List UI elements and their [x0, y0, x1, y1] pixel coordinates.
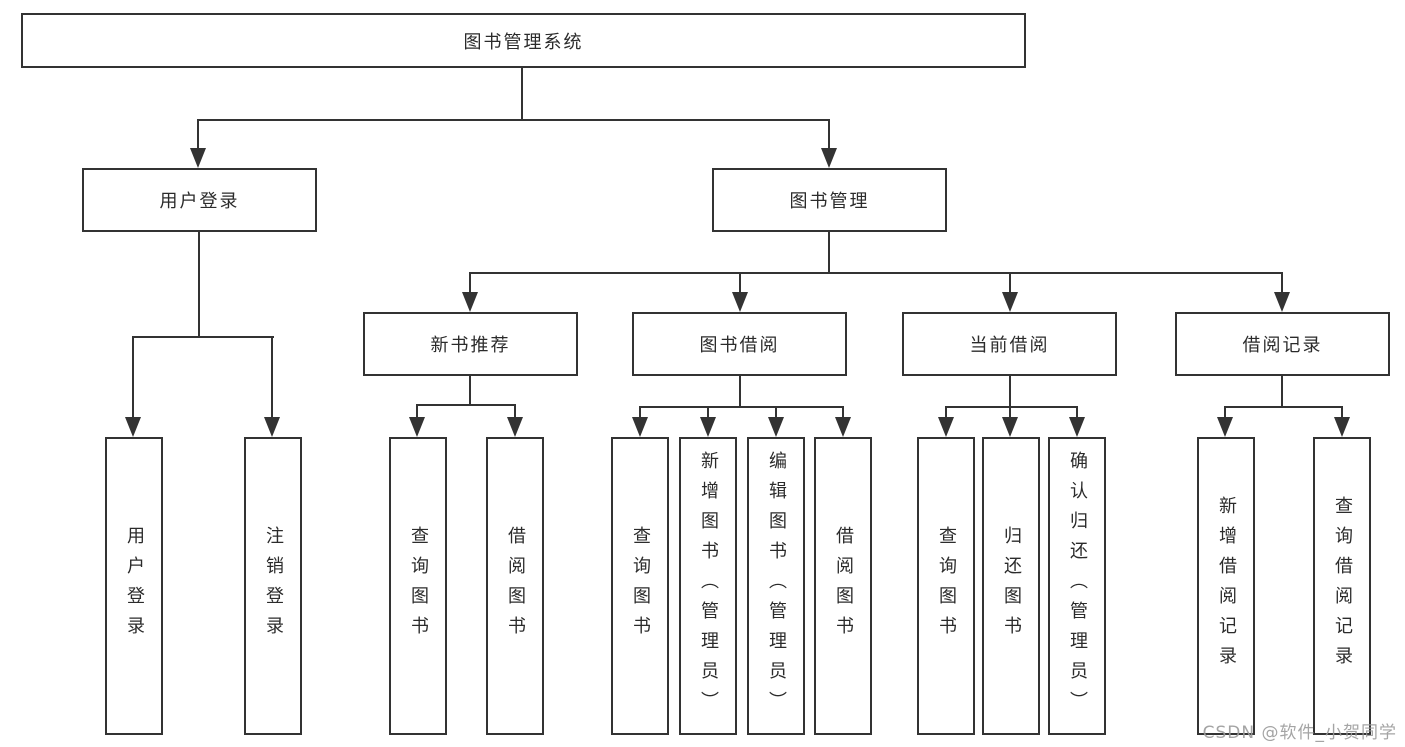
connector-book-management-stub: [828, 232, 830, 274]
connector-branch: [1224, 406, 1343, 408]
arrow-down-icon: [732, 292, 748, 312]
node-root: 图书管理系统: [21, 13, 1026, 68]
connector-drop: [197, 119, 199, 150]
arrow-down-icon: [938, 417, 954, 437]
connector-drop: [639, 406, 641, 419]
connector-level2-branch: [197, 119, 830, 121]
leaf-label: 查询图书: [408, 526, 429, 646]
leaf-label: 查询图书: [630, 526, 651, 646]
connector-drop: [739, 272, 741, 294]
node-leaf-add-borrow-record: 新增借阅记录: [1197, 437, 1255, 735]
arrow-down-icon: [1217, 417, 1233, 437]
connector-drop: [132, 336, 134, 417]
connector-stub: [469, 376, 471, 406]
node-leaf-borrow-books-recommend: 借阅图书: [486, 437, 544, 735]
arrow-down-icon: [632, 417, 648, 437]
node-leaf-query-books-current: 查询图书: [917, 437, 975, 735]
connector-drop: [707, 406, 709, 419]
connector-drop: [828, 119, 830, 150]
connector-root-stub: [521, 68, 523, 120]
node-book-management-label: 图书管理: [789, 191, 870, 212]
node-new-book-recommend: 新书推荐: [363, 312, 578, 376]
connector-drop: [469, 272, 471, 294]
arrow-down-icon: [1274, 292, 1290, 312]
connector-drop: [1224, 406, 1226, 419]
arrow-down-icon: [125, 417, 141, 437]
csdn-watermark: CSDN @软件_小贺同学: [1202, 723, 1397, 743]
connector-drop: [1341, 406, 1343, 419]
node-leaf-return-books: 归还图书: [982, 437, 1040, 735]
leaf-label: 编辑图书（管理员）: [766, 451, 787, 721]
leaf-label: 注销登录: [263, 526, 284, 646]
node-leaf-query-books-borrowing: 查询图书: [611, 437, 669, 735]
arrow-down-icon: [768, 417, 784, 437]
connector-drop: [1281, 272, 1283, 294]
arrow-down-icon: [264, 417, 280, 437]
node-leaf-user-login: 用户登录: [105, 437, 163, 735]
connector-stub: [739, 376, 741, 408]
connector-branch: [416, 404, 516, 406]
leaf-label: 确认归还（管理员）: [1067, 451, 1088, 721]
node-leaf-query-borrow-record: 查询借阅记录: [1313, 437, 1371, 735]
node-leaf-edit-books-admin: 编辑图书（管理员）: [747, 437, 805, 735]
node-user-login-branch-label: 用户登录: [159, 191, 240, 212]
node-current-borrowing-label: 当前借阅: [969, 335, 1050, 356]
arrow-down-icon: [190, 148, 206, 168]
connector-level3-branch: [469, 272, 1283, 274]
connector-stub: [1281, 376, 1283, 408]
leaf-label: 新增图书（管理员）: [698, 451, 719, 721]
node-leaf-confirm-return-admin: 确认归还（管理员）: [1048, 437, 1106, 735]
node-book-borrowing: 图书借阅: [632, 312, 847, 376]
node-leaf-query-books-recommend: 查询图书: [389, 437, 447, 735]
leaf-label: 用户登录: [124, 526, 145, 646]
node-leaf-logout: 注销登录: [244, 437, 302, 735]
node-leaf-add-books-admin: 新增图书（管理员）: [679, 437, 737, 735]
arrow-down-icon: [1002, 292, 1018, 312]
leaf-label: 查询借阅记录: [1332, 496, 1353, 676]
node-user-login-branch: 用户登录: [82, 168, 317, 232]
connector-drop: [945, 406, 947, 419]
node-borrowing-records-label: 借阅记录: [1242, 335, 1323, 356]
arrow-down-icon: [700, 417, 716, 437]
connector-drop: [1076, 406, 1078, 419]
node-leaf-borrow-books-borrowing: 借阅图书: [814, 437, 872, 735]
connector-drop: [271, 336, 273, 417]
node-new-book-recommend-label: 新书推荐: [430, 335, 511, 356]
arrow-down-icon: [1069, 417, 1085, 437]
connector-drop: [1009, 406, 1011, 419]
connector-drop: [775, 406, 777, 419]
connector-drop: [514, 404, 516, 419]
node-borrowing-records: 借阅记录: [1175, 312, 1390, 376]
arrow-down-icon: [821, 148, 837, 168]
node-root-label: 图书管理系统: [463, 31, 584, 53]
leaf-label: 归还图书: [1001, 526, 1022, 646]
node-book-borrowing-label: 图书借阅: [699, 335, 780, 356]
arrow-down-icon: [1002, 417, 1018, 437]
arrow-down-icon: [1334, 417, 1350, 437]
connector-drop: [842, 406, 844, 419]
connector-drop: [1009, 272, 1011, 294]
node-book-management: 图书管理: [712, 168, 947, 232]
connector-drop: [416, 404, 418, 419]
leaf-label: 查询图书: [936, 526, 957, 646]
connector-user-login-stub: [198, 232, 200, 336]
arrow-down-icon: [409, 417, 425, 437]
connector-branch: [639, 406, 844, 408]
leaf-label: 借阅图书: [833, 526, 854, 646]
node-current-borrowing: 当前借阅: [902, 312, 1117, 376]
arrow-down-icon: [507, 417, 523, 437]
connector-user-login-branch: [132, 336, 274, 338]
leaf-label: 借阅图书: [505, 526, 526, 646]
connector-stub: [1009, 376, 1011, 408]
connector-branch: [945, 406, 1078, 408]
arrow-down-icon: [835, 417, 851, 437]
leaf-label: 新增借阅记录: [1216, 496, 1237, 676]
arrow-down-icon: [462, 292, 478, 312]
